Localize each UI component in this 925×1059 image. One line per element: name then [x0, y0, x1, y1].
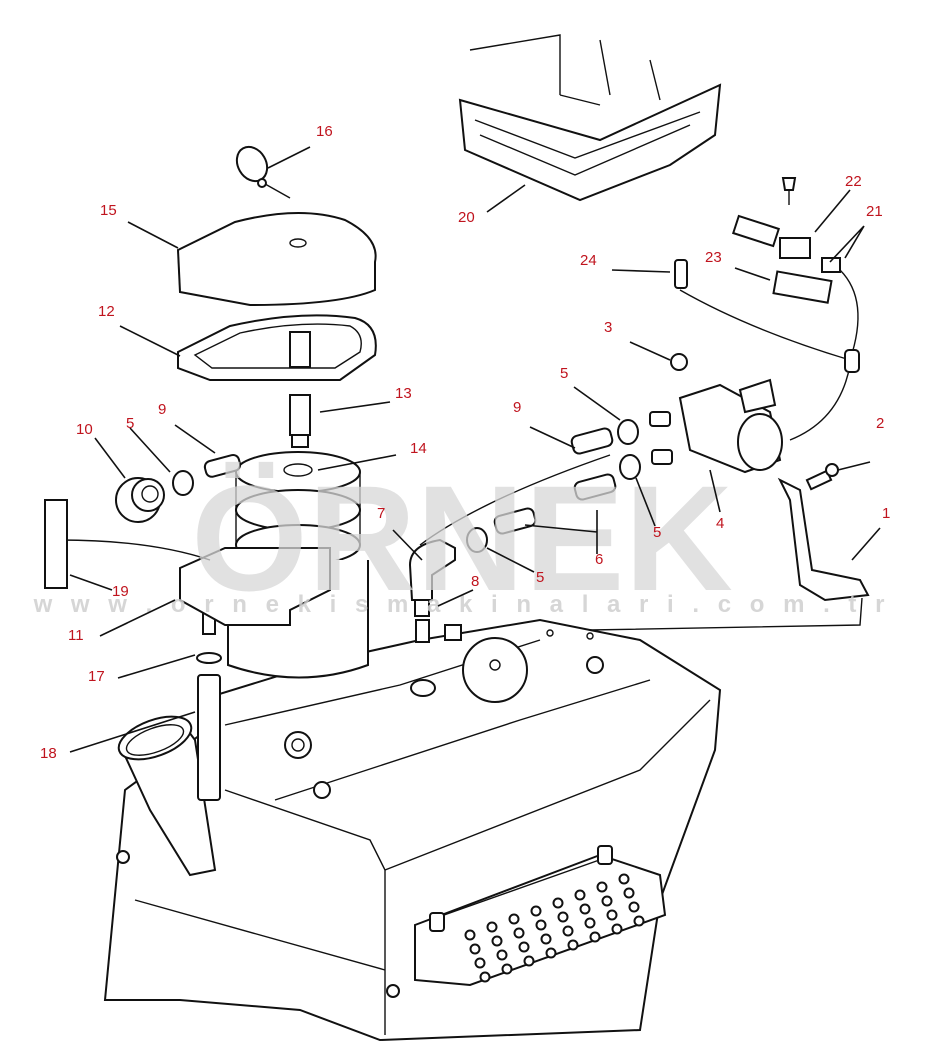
step-hole	[535, 919, 547, 931]
step-hole	[601, 895, 613, 907]
watermark-brand: ÖRNEK	[191, 454, 733, 622]
callout-5d: 5	[536, 569, 544, 586]
filler-neck	[117, 715, 217, 877]
step-hole	[589, 931, 601, 943]
hoses-center	[419, 419, 641, 553]
callout-8: 8	[471, 573, 479, 590]
callout-18: 18	[40, 745, 57, 762]
callout-9b: 9	[513, 399, 521, 416]
callout-5a: 5	[126, 415, 134, 432]
hose-left	[203, 453, 242, 478]
step-hole	[623, 887, 635, 899]
step-hole	[464, 929, 476, 941]
step-hole	[574, 889, 586, 901]
step-hole	[518, 941, 530, 953]
leader-lines	[69, 146, 881, 753]
seat-base	[458, 34, 722, 202]
step-hole	[474, 957, 486, 969]
filter-strap	[177, 314, 377, 381]
step-hole	[567, 939, 579, 951]
step-hole	[501, 963, 513, 975]
callout-7: 7	[377, 505, 385, 522]
step-hole	[579, 903, 591, 915]
callout-6: 6	[595, 551, 603, 568]
callout-22: 22	[845, 173, 862, 190]
callout-10: 10	[76, 421, 93, 438]
step-hole	[530, 905, 542, 917]
step-hole	[469, 943, 481, 955]
lynch-pin	[235, 145, 291, 199]
step-hole	[633, 915, 645, 927]
callout-23: 23	[705, 249, 722, 266]
step-hole	[584, 917, 596, 929]
callout-21: 21	[866, 203, 883, 220]
step-hole	[606, 909, 618, 921]
callout-13: 13	[395, 385, 412, 402]
step-hole	[628, 901, 640, 913]
step-hole	[552, 897, 564, 909]
step-hole	[513, 927, 525, 939]
filter-housing	[59, 539, 369, 679]
callout-16: 16	[316, 123, 333, 140]
callout-19: 19	[112, 583, 129, 600]
callout-15: 15	[100, 202, 117, 219]
step-plate-holes	[464, 873, 645, 983]
step-hole	[523, 955, 535, 967]
step-hole	[479, 971, 491, 983]
step-hole	[611, 923, 623, 935]
callout-14: 14	[410, 440, 427, 457]
bracket	[589, 477, 870, 631]
step-hole	[562, 925, 574, 937]
breather-tube	[196, 611, 222, 801]
callout-3: 3	[604, 319, 612, 336]
cap	[115, 477, 165, 523]
filter-cover	[176, 211, 377, 307]
callout-labels: 1 2 3 4 5 5 5 5 6 7 8 9 9 10 11 12 13 14…	[40, 123, 890, 762]
step-hole	[545, 947, 557, 959]
callout-5b: 5	[560, 365, 568, 382]
step-hole	[557, 911, 569, 923]
callout-11: 11	[68, 627, 84, 644]
callout-17: 17	[88, 668, 105, 685]
step-hole	[486, 921, 498, 933]
tank-fittings	[284, 619, 528, 759]
clamp-left	[172, 470, 194, 496]
step-hole	[540, 933, 552, 945]
decal-strip	[44, 499, 68, 589]
step-hole	[508, 913, 520, 925]
step-hole	[596, 881, 608, 893]
callout-12: 12	[98, 303, 115, 320]
pump-motor	[649, 353, 783, 474]
elbow-fitting	[408, 538, 456, 617]
callout-24: 24	[580, 252, 597, 269]
step-hole	[618, 873, 630, 885]
filter-shaft	[289, 331, 311, 448]
wiring-harness	[674, 177, 860, 441]
callout-9a: 9	[158, 401, 166, 418]
watermark-url: w w w . o r n e k i s m a k i n a l a r …	[33, 591, 891, 618]
callout-5c: 5	[653, 524, 661, 541]
callout-4: 4	[716, 515, 724, 532]
step-hole	[496, 949, 508, 961]
callout-2: 2	[876, 415, 884, 432]
step-hole	[491, 935, 503, 947]
watermark: ÖRNEK w w w . o r n e k i s m a k i n a …	[33, 454, 891, 622]
screw	[805, 463, 839, 491]
callout-20: 20	[458, 209, 475, 226]
callout-1: 1	[882, 505, 890, 522]
